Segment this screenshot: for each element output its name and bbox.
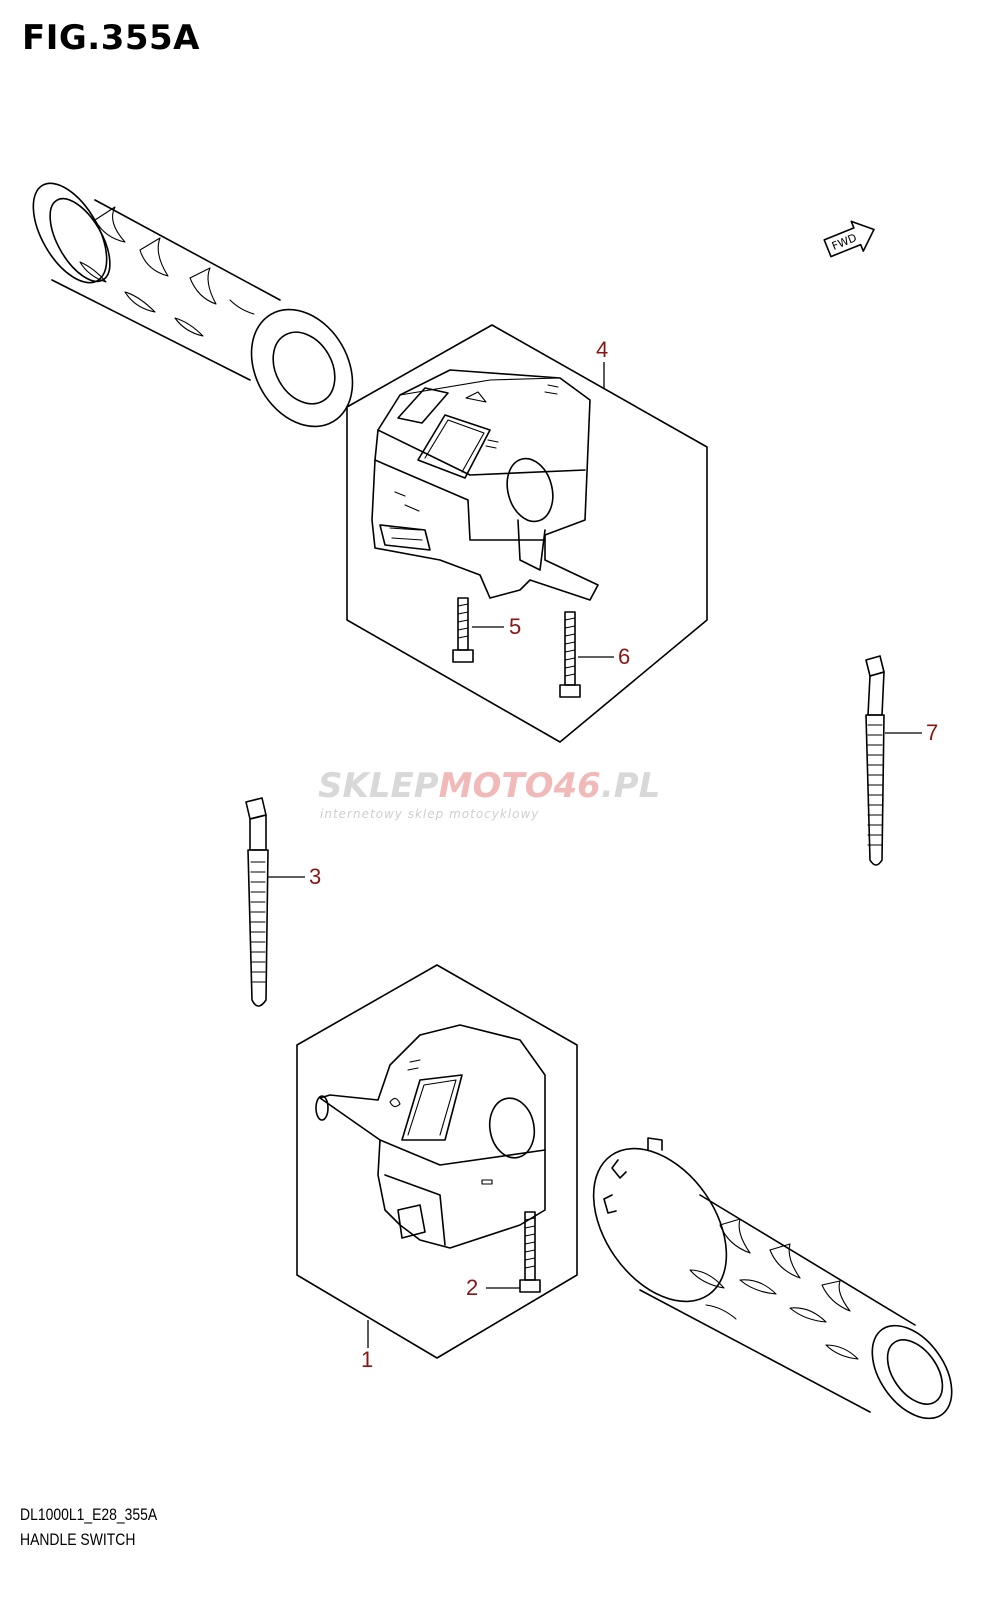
screw-5 bbox=[452, 597, 474, 663]
watermark-tagline: internetowy sklep motocyklowy bbox=[320, 807, 539, 821]
callouts: 4 5 6 7 3 2 1 bbox=[309, 337, 938, 1372]
callout-5: 5 bbox=[509, 614, 521, 639]
screw-6 bbox=[559, 611, 581, 698]
leader-lines bbox=[268, 362, 922, 1348]
right-switch-box-outline bbox=[346, 324, 708, 743]
callout-2: 2 bbox=[466, 1275, 478, 1300]
figure-name: HANDLE SWITCH bbox=[20, 1530, 136, 1549]
forward-arrow-icon: FWD bbox=[823, 220, 875, 258]
callout-1: 1 bbox=[361, 1347, 373, 1372]
callout-4: 4 bbox=[596, 337, 608, 362]
left-switch-box-outline bbox=[296, 964, 578, 1359]
callout-3: 3 bbox=[309, 864, 321, 889]
watermark: SKLEPMOTO46.PL internetowy sklep motocyk… bbox=[318, 766, 660, 821]
fwd-label: FWD bbox=[830, 231, 859, 253]
figure-title: FIG.355A bbox=[22, 18, 200, 58]
callout-6: 6 bbox=[618, 644, 630, 669]
right-handle-switch bbox=[371, 369, 599, 601]
callout-7: 7 bbox=[926, 720, 938, 745]
left-handle-switch bbox=[315, 1024, 546, 1249]
watermark-brand-part1: SKLEPMOTO46.PL bbox=[318, 766, 660, 806]
cable-tie-7 bbox=[865, 655, 885, 866]
cable-tie-3 bbox=[245, 797, 269, 1007]
upper-grip bbox=[32, 182, 354, 428]
figure-code: DL1000L1_E28_355A bbox=[20, 1505, 158, 1524]
lower-grip bbox=[592, 1137, 953, 1420]
